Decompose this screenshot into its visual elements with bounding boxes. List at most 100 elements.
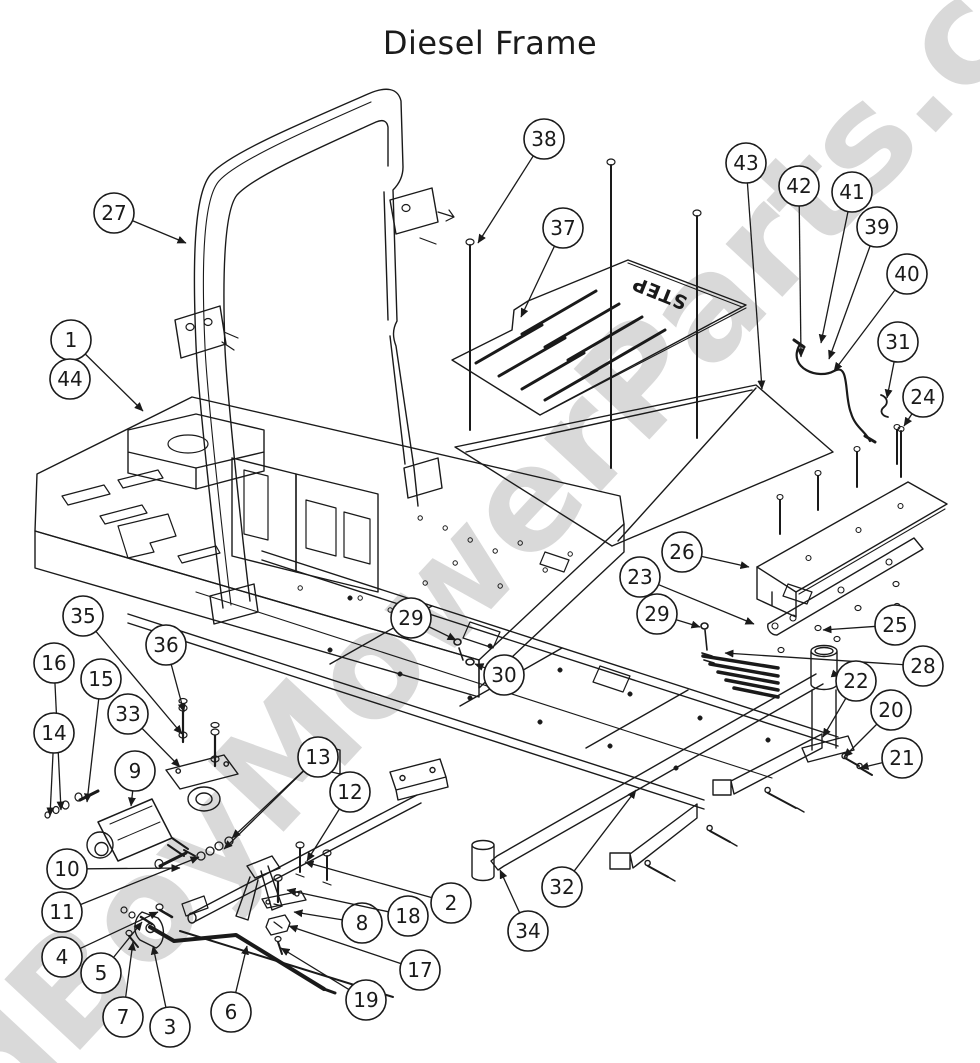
callout-8: 8: [293, 902, 383, 944]
leader-line-6: [235, 945, 249, 993]
callout-23: 23: [619, 556, 755, 625]
callout-number-18: 18: [395, 904, 420, 928]
callout-10: 10: [46, 848, 181, 890]
callout-number-39: 39: [864, 215, 889, 239]
part-bumper-strap: [767, 537, 924, 636]
part-bellcrank-washers: [120, 906, 136, 919]
callout-balloon-39: [856, 206, 898, 248]
callout-balloon-41: [831, 171, 873, 213]
part-bumper-holes: [805, 502, 904, 562]
leader-line-13: [223, 770, 304, 850]
callout-number-31: 31: [885, 330, 910, 354]
leader-line-39: [828, 246, 871, 360]
leader-line-26: [701, 555, 750, 570]
leader-line-27: [132, 220, 187, 244]
callout-number-29: 29: [644, 602, 669, 626]
callout-number-32: 32: [549, 875, 574, 899]
callout-9: 9: [114, 750, 156, 807]
leader-line-7: [125, 941, 136, 997]
callout-number-34: 34: [515, 919, 540, 943]
part-rops-right-clamp-bolts: [401, 203, 455, 245]
part-pin-10-head: [154, 858, 164, 870]
callout-24: 24: [902, 376, 944, 427]
part-axle-aframe: [235, 855, 283, 921]
part-engine-box-right: [295, 473, 379, 593]
part-step-plate-edges: [545, 262, 747, 413]
callout-number-44: 44: [57, 367, 82, 391]
leader-line-29: [429, 626, 457, 641]
part-platform-front: [34, 530, 480, 698]
leader-line-8: [293, 909, 342, 921]
callout-balloon-26: [661, 531, 703, 573]
part-skid-left-bolts: [647, 830, 731, 878]
part-bearing-bolts: [181, 710, 217, 768]
part-rops-inner: [223, 119, 389, 602]
callout-balloon-9: [114, 750, 156, 792]
leader-line-15: [83, 699, 100, 803]
part-platform-cutouts: [61, 469, 221, 564]
callout-number-30: 30: [491, 663, 516, 687]
leader-line-35: [95, 631, 183, 735]
part-bearing-housing: [187, 786, 221, 812]
part-seat-bracket: [127, 413, 265, 490]
part-corner-post: [801, 689, 855, 763]
callout-4: 4: [41, 911, 159, 978]
part-pivot-washers: [196, 836, 234, 861]
callout-33: 33: [107, 693, 181, 768]
leader-line-36: [170, 664, 186, 713]
part-clevis-pin-15: [78, 789, 100, 802]
callout-26: 26: [661, 531, 750, 573]
leader-line-38: [477, 155, 534, 244]
callout-22: 22: [822, 660, 877, 738]
part-engine-box-latch: [243, 469, 269, 541]
leader-line-40: [833, 289, 896, 372]
callout-balloon-17: [399, 949, 441, 991]
part-rops-right-foot: [403, 457, 443, 499]
callout-14: 14: [33, 712, 75, 817]
callout-38: 38: [477, 118, 565, 244]
callout-balloon-35: [62, 595, 104, 637]
part-skid-left-heads: [644, 824, 738, 882]
callout-balloon-44: [49, 358, 91, 400]
leader-line-1: [85, 353, 144, 412]
part-long-bolts: [469, 164, 698, 469]
callout-number-35: 35: [70, 604, 95, 628]
leader-line-29: [676, 619, 701, 629]
callout-balloon-15: [80, 658, 122, 700]
part-step-side-plate: [454, 384, 834, 547]
leader-line-19: [280, 947, 349, 990]
part-cable-ends: [792, 338, 877, 444]
part-actuator-detail: [109, 805, 161, 841]
leader-line-10: [87, 864, 181, 873]
callout-balloon-22: [835, 660, 877, 702]
callout-number-1: 1: [65, 328, 78, 352]
callout-number-9: 9: [129, 759, 142, 783]
callout-number-7: 7: [117, 1005, 130, 1029]
callout-13: 13: [223, 736, 339, 850]
part-bearing-bolt-heads: [178, 697, 220, 763]
leader-line-11: [80, 856, 200, 905]
part-rail-mid: [195, 591, 773, 779]
callout-27: 27: [93, 192, 187, 244]
part-bearing-plate: [165, 754, 239, 790]
page-title: Diesel Frame: [382, 24, 598, 62]
callout-balloon-14: [33, 712, 75, 754]
callout-balloon-7: [102, 996, 144, 1038]
part-pin-washers: [44, 792, 83, 819]
part-bolt-4: [158, 908, 174, 919]
callout-20: 20: [843, 689, 912, 758]
callout-32: 32: [541, 789, 637, 908]
callout-number-42: 42: [786, 174, 811, 198]
callout-5: 5: [80, 921, 143, 994]
callout-balloon-28: [902, 645, 944, 687]
callout-balloon-3: [149, 1006, 191, 1048]
callout-number-21: 21: [889, 746, 914, 770]
callout-number-15: 15: [88, 667, 113, 691]
part-seat-bracket-slot: [167, 434, 209, 454]
callout-balloon-36: [145, 624, 187, 666]
part-throttle-cable: [795, 344, 872, 443]
callout-number-24: 24: [910, 385, 935, 409]
